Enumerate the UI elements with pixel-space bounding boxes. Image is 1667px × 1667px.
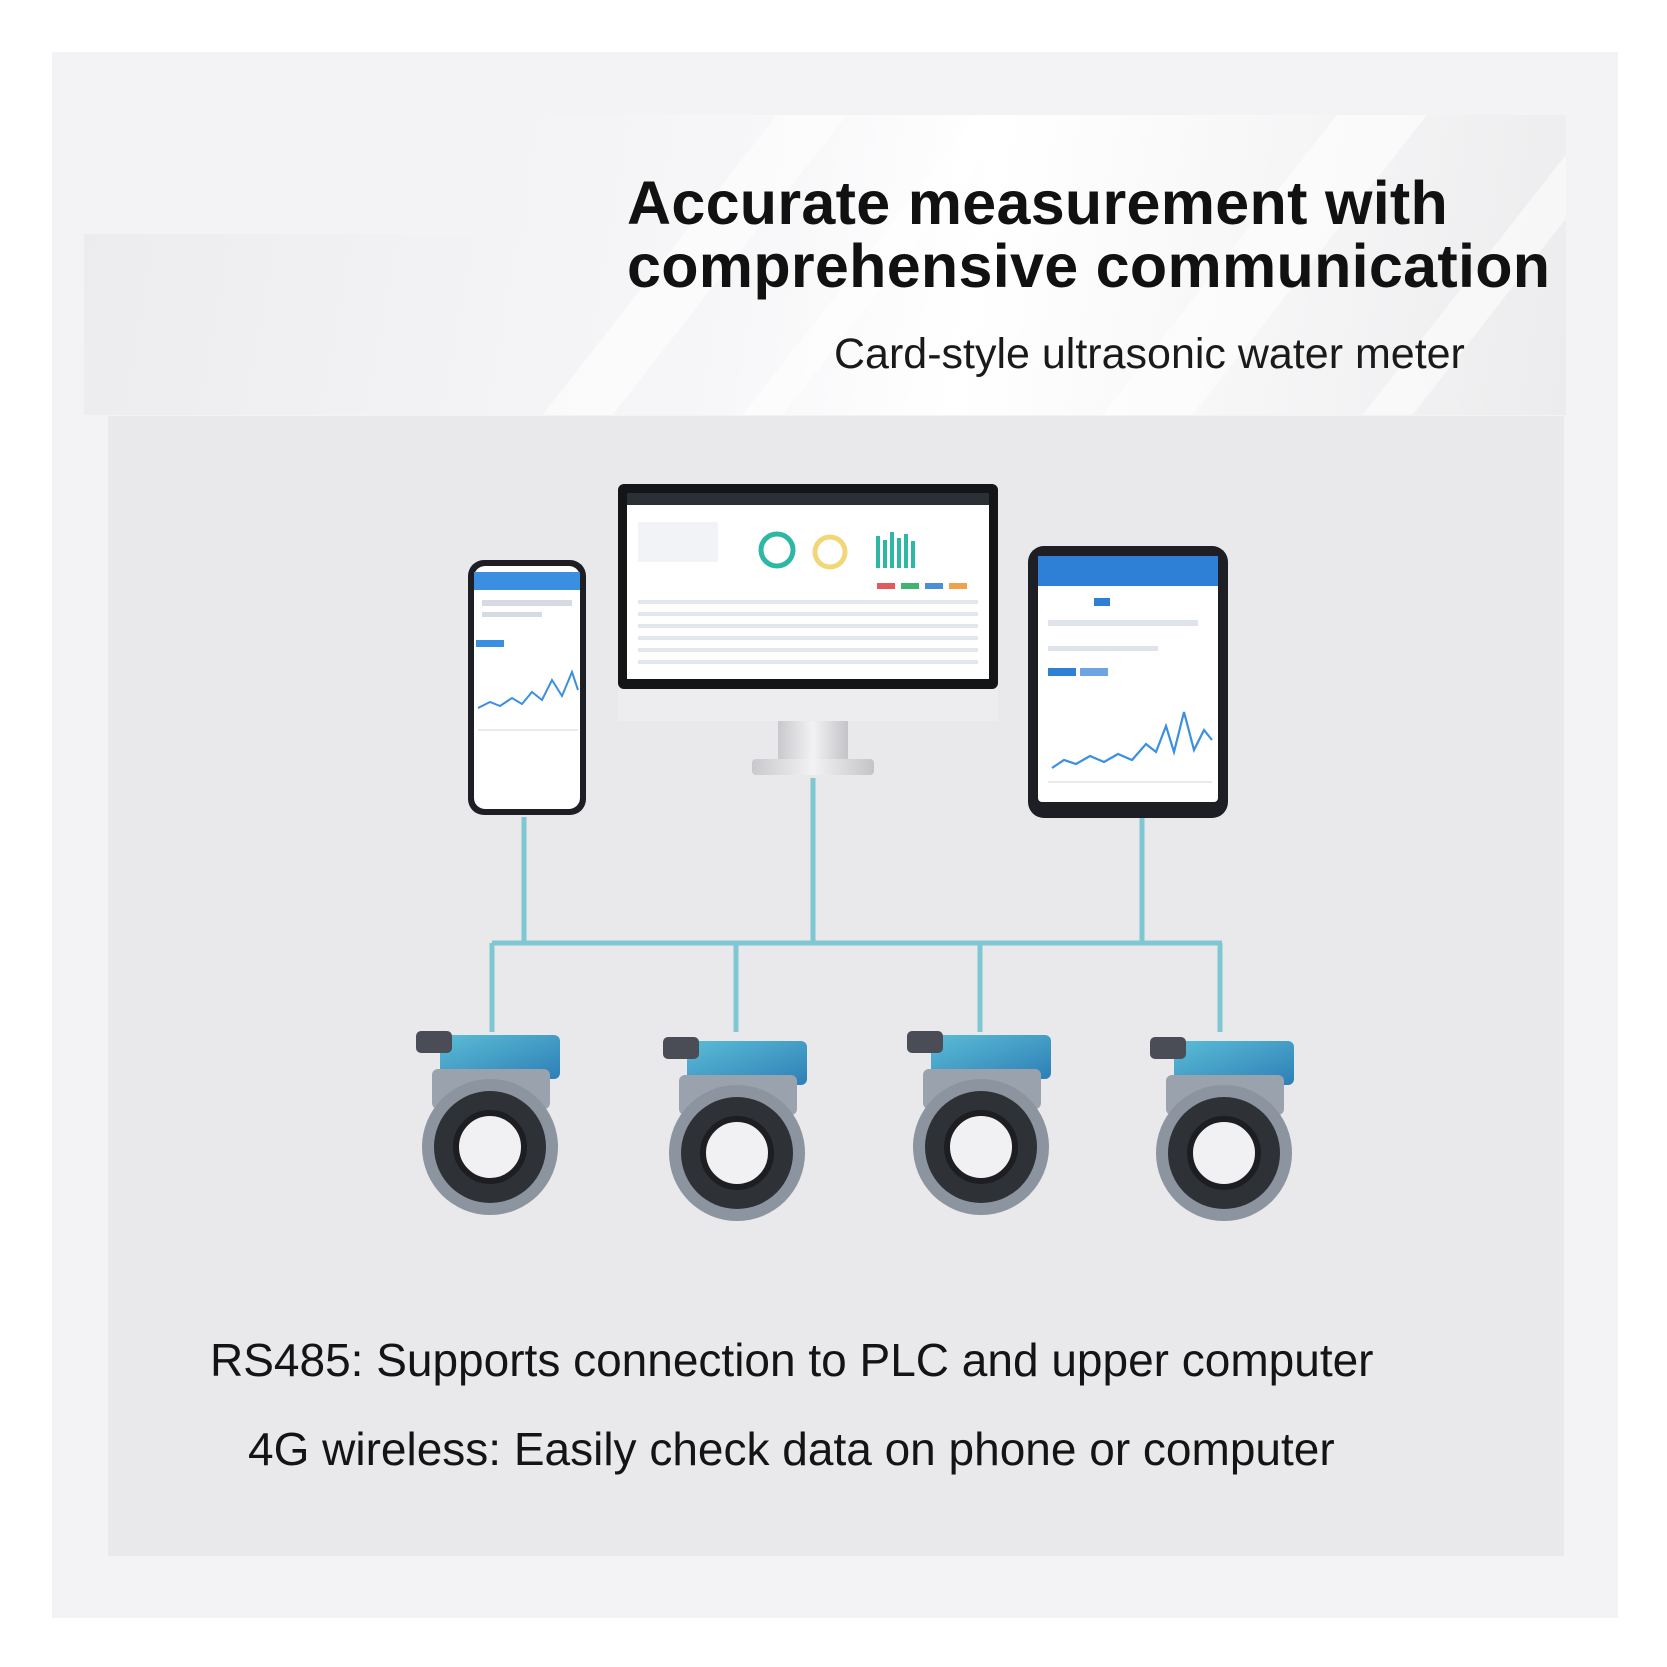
water-meter-4 [1150,1037,1294,1221]
smartphone-icon [468,560,586,815]
tablet-icon [1028,546,1228,818]
water-meter-1 [416,1031,560,1215]
product-subtitle: Card-style ultrasonic water meter [834,330,1465,378]
water-meter-3 [907,1031,1051,1215]
water-meter-2 [663,1037,807,1221]
page-title: Accurate measurement with comprehensive … [627,172,1550,298]
caption-4g-wireless: 4G wireless: Easily check data on phone … [248,1423,1335,1475]
hero-notch [84,52,529,234]
connector-lines [489,778,1223,1032]
desktop-monitor-icon [618,484,998,775]
title-line-2: comprehensive communication [627,232,1551,300]
caption-rs485: RS485: Supports connection to PLC and up… [210,1334,1374,1386]
title-line-1: Accurate measurement with [627,169,1449,237]
